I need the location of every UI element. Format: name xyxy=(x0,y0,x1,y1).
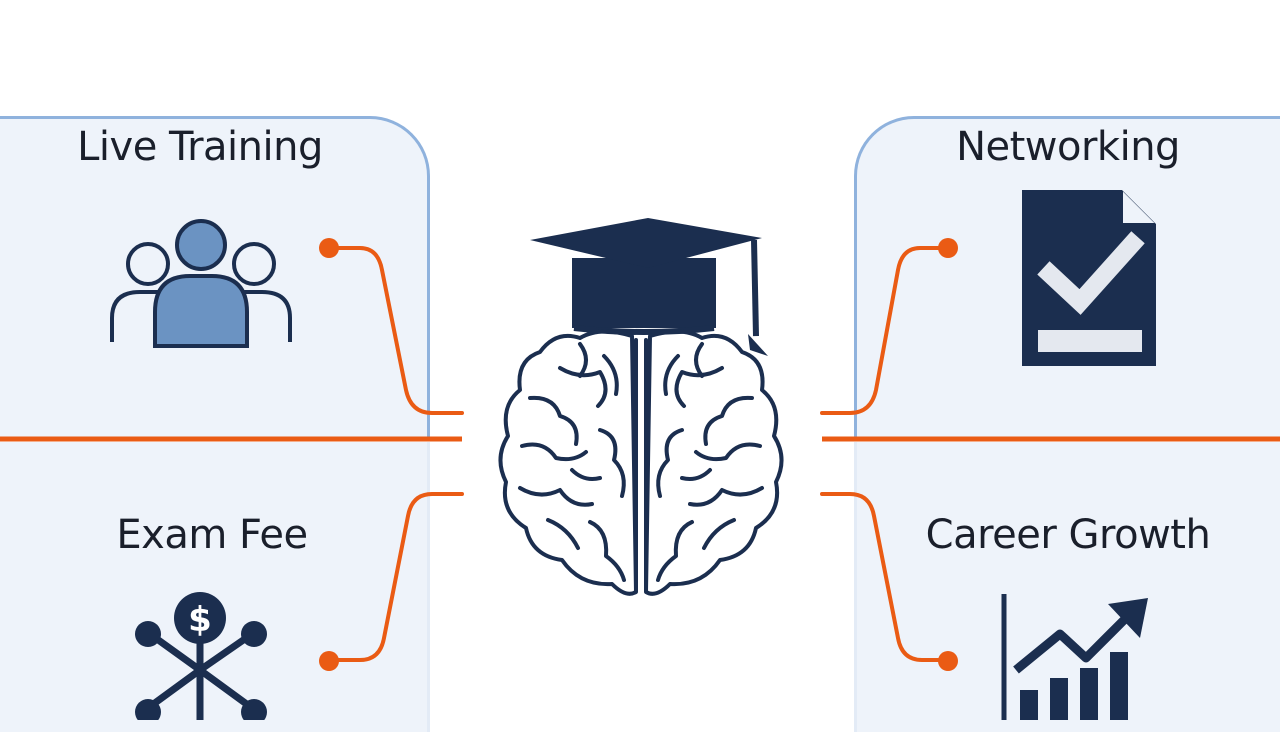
label-career-growth: Career Growth xyxy=(925,512,1211,558)
document-check-icon xyxy=(1022,190,1156,366)
brain-icon xyxy=(498,329,784,596)
connector-dot-networking xyxy=(938,238,958,258)
bar-chart-growth-icon xyxy=(1001,594,1148,720)
label-exam-fee: Exam Fee xyxy=(116,512,308,558)
connector-networking xyxy=(820,246,950,415)
connector-exam-fee xyxy=(328,492,464,662)
people-group-icon xyxy=(110,219,292,348)
label-live-training: Live Training xyxy=(77,124,323,170)
graduation-cap-icon xyxy=(530,218,768,356)
dollar-glyph: $ xyxy=(188,600,212,640)
connector-dot-live-training xyxy=(319,238,339,258)
connector-live-training xyxy=(328,246,464,415)
connector-dot-exam-fee xyxy=(319,651,339,671)
dollar-network-icon: $ xyxy=(135,592,267,720)
connector-dot-career-growth xyxy=(938,651,958,671)
connector-career-growth xyxy=(820,492,950,662)
brain-graduation-cap-icon xyxy=(498,218,784,596)
label-networking: Networking xyxy=(956,124,1180,170)
